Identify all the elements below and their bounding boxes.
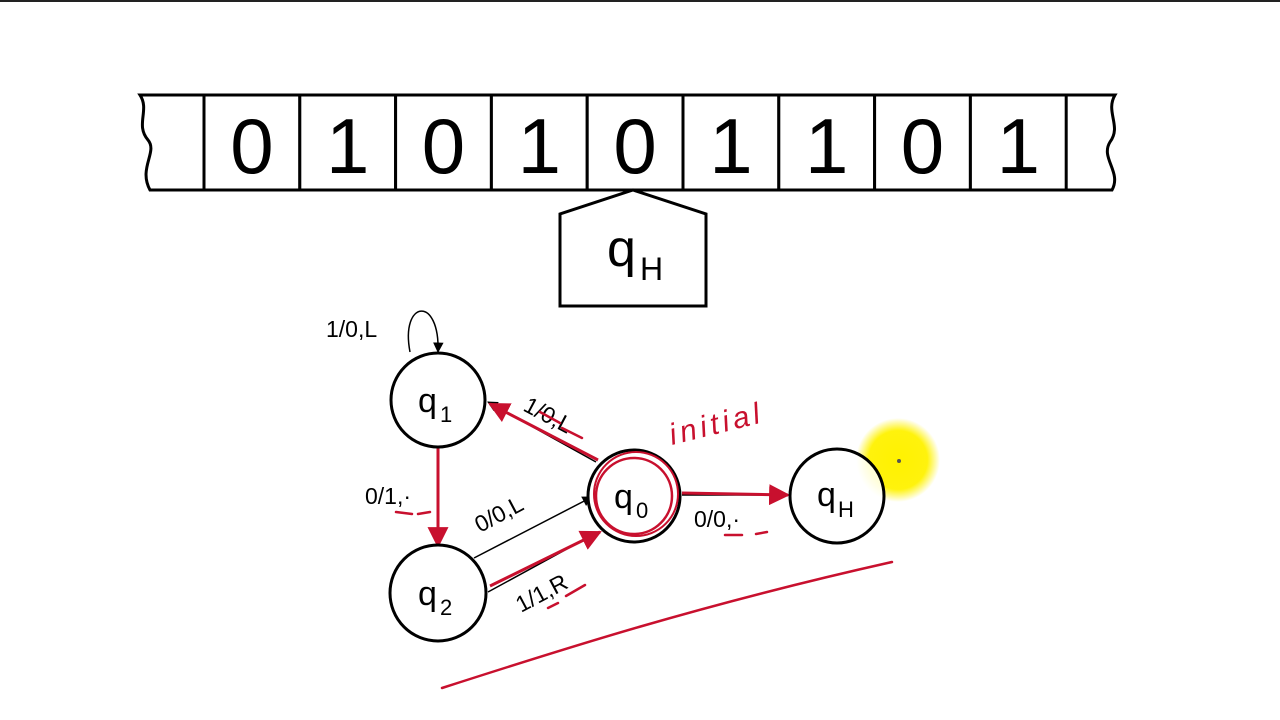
tape-cell-symbol: 1 (518, 102, 561, 190)
transitions (407, 310, 791, 593)
initial-note: initial (666, 396, 767, 451)
edge-labels: 1/0,L 1/0,L 0/1,· 0/0,L 1/1,R 0/0,· (326, 316, 740, 617)
scribble-2 (560, 426, 584, 440)
tape-cell-symbol: 1 (997, 102, 1040, 190)
head-state-sub: H (640, 251, 663, 287)
tape-cell-symbol: 1 (709, 102, 752, 190)
head-pointer (558, 188, 708, 308)
scribble-5 (546, 601, 560, 610)
states: q 1 q 0 q 2 q H (388, 351, 886, 643)
scribble-6 (564, 583, 587, 598)
state-q0-main: q (614, 478, 633, 516)
tape-cell-symbol: 0 (230, 102, 273, 190)
state-q0: q 0 (586, 448, 682, 544)
tape-right-end (1066, 93, 1118, 192)
state-q2-main: q (418, 575, 437, 613)
tape-cell-symbol: 1 (805, 102, 848, 190)
state-qH-sub: H (838, 497, 854, 522)
scribble-8 (754, 530, 769, 536)
tape-cell (298, 93, 398, 192)
head-state-main: q (607, 220, 636, 278)
state-q0-sub: 0 (636, 498, 648, 523)
tape-head: q H (558, 188, 708, 308)
state-q2-sub: 2 (440, 595, 452, 620)
tape-cell-symbol: 0 (901, 102, 944, 190)
state-q1-main: q (418, 382, 437, 420)
edge-q0-qH-red (681, 484, 791, 506)
tape-cell (394, 93, 493, 192)
state-qH-main: q (817, 476, 836, 514)
label-q2-q0-b: 1/1,R (511, 569, 572, 618)
tape-cell-symbol: 0 (422, 102, 465, 190)
edge-q2-q0-a (473, 496, 593, 559)
scribble-1 (538, 410, 562, 425)
edge-q2-q0-b-red (489, 530, 602, 588)
tape-cell-symbol: 1 (326, 102, 369, 190)
scribble-4 (416, 510, 432, 516)
state-qH: q H (788, 447, 886, 545)
state-q1-sub: 1 (440, 402, 452, 427)
tape-cell (968, 93, 1068, 192)
scribble-3 (394, 510, 414, 516)
red-underline-stroke (440, 560, 894, 690)
label-q2-q0-a: 0/0,L (470, 490, 528, 537)
tape-left-end (137, 93, 204, 192)
state-q2: q 2 (388, 543, 488, 643)
state-q0-highlight (594, 456, 674, 536)
state-q1: q 1 (389, 351, 487, 449)
state-q0-highlight-2 (593, 451, 679, 537)
label-q0-qH: 0/0,· (694, 506, 740, 532)
red-scribbles (394, 410, 769, 610)
edge-q0-q1-red (488, 402, 599, 462)
label-q1-self: 1/0,L (326, 316, 377, 342)
tape-cell-symbol: 0 (613, 102, 656, 190)
label-q1-q2: 0/1,· (365, 483, 411, 509)
cursor-dot (897, 459, 901, 463)
edge-q1-self (407, 310, 444, 354)
